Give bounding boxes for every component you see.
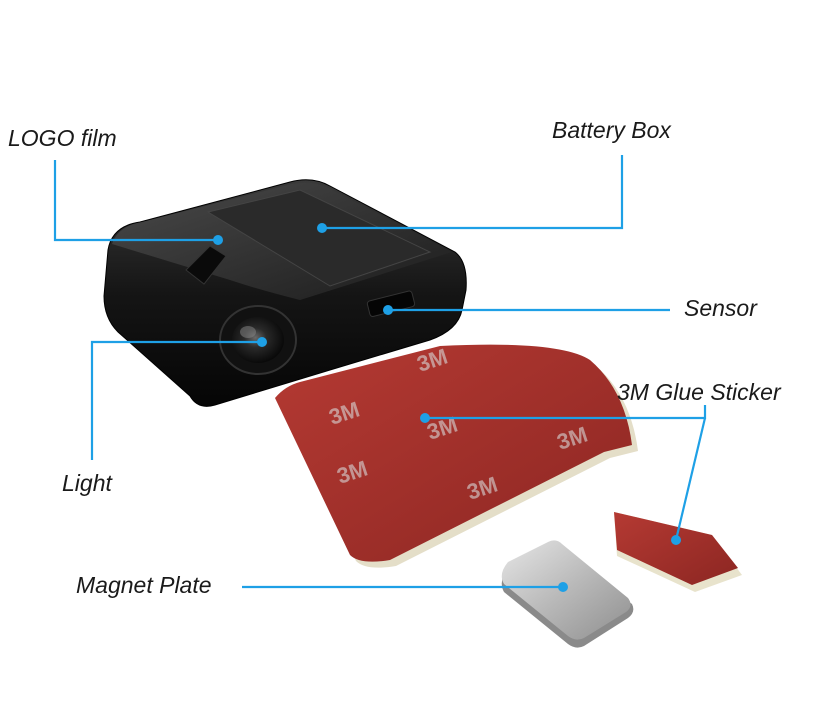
- dot-magnet-plate: [558, 582, 568, 592]
- leader-lines: [53, 155, 707, 592]
- glue-sticker-small: [614, 512, 742, 592]
- label-glue-sticker: 3M Glue Sticker: [617, 379, 781, 405]
- projector-device: [103, 179, 467, 407]
- leader-logo-film: [53, 160, 218, 242]
- battery-box-lid: [206, 189, 432, 287]
- small-sticker-face: [614, 512, 738, 585]
- dot-glue-sticker-small: [671, 535, 681, 545]
- magnet-plate: [501, 540, 634, 648]
- leader-glue-sticker-small: [674, 417, 707, 541]
- label-light: Light: [62, 470, 112, 496]
- label-sensor: Sensor: [684, 295, 757, 321]
- dot-light: [257, 337, 267, 347]
- label-logo-film: LOGO film: [8, 125, 117, 151]
- dot-battery-box: [317, 223, 327, 233]
- dot-logo-film: [213, 235, 223, 245]
- label-battery-box: Battery Box: [552, 117, 671, 143]
- dot-glue-sticker: [420, 413, 430, 423]
- lens-highlight: [240, 326, 256, 338]
- sensor-window: [366, 290, 416, 317]
- sticker-sheet: [275, 344, 632, 562]
- logo-film-holder: [185, 245, 227, 285]
- leader-battery-box: [322, 155, 624, 230]
- dot-sensor: [383, 305, 393, 315]
- leader-light: [90, 340, 262, 460]
- label-magnet-plate: Magnet Plate: [76, 572, 212, 598]
- glue-sticker-large: 3M 3M 3M 3M 3M 3M: [275, 344, 638, 568]
